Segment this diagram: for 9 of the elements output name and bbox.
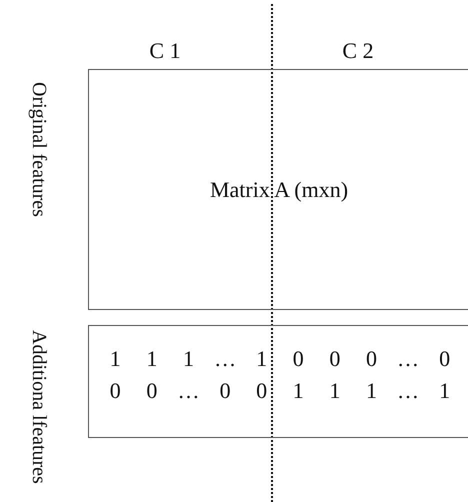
column-label: C 2 bbox=[342, 40, 374, 62]
matrix-row-text: 1 1 1 … 1 0 0 0 … 0 bbox=[108, 348, 452, 370]
row-label: Original features bbox=[28, 82, 49, 217]
matrix-box bbox=[88, 69, 468, 310]
column-label: C 1 bbox=[149, 40, 181, 62]
row-label: Additiona lfeatures bbox=[28, 330, 49, 484]
feature-matrix-box bbox=[88, 325, 468, 438]
matrix-row-text: 0 0 … 0 0 1 1 1 … 1 bbox=[108, 380, 452, 402]
matrix-title: Matrix A (mxn) bbox=[210, 178, 348, 200]
